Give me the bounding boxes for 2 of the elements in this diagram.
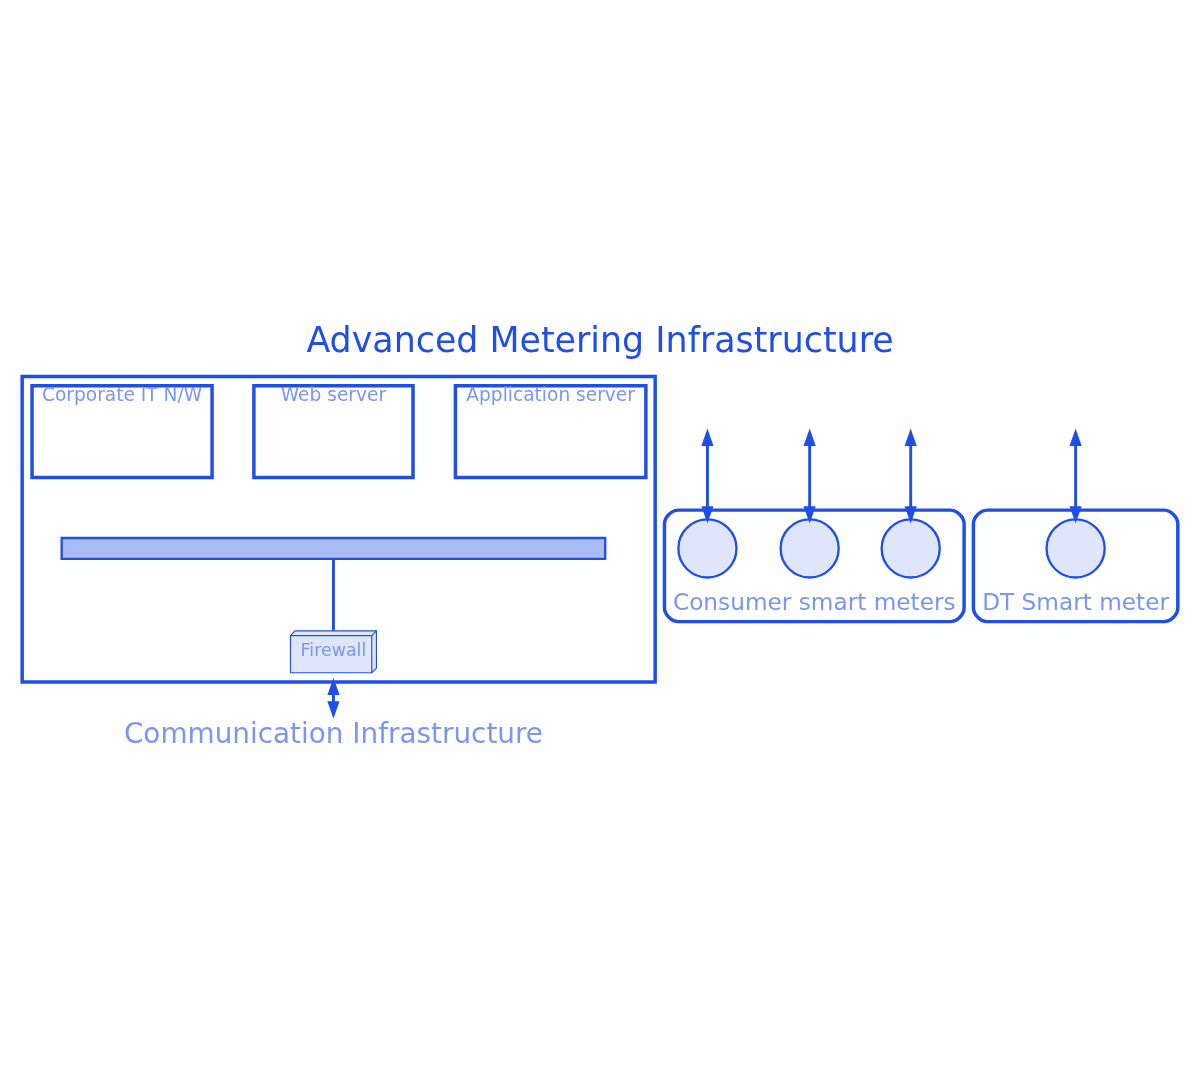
diagram-title: Advanced Metering Infrastructure: [306, 320, 894, 361]
node-text: Communication Infrastructure: [123, 716, 543, 750]
